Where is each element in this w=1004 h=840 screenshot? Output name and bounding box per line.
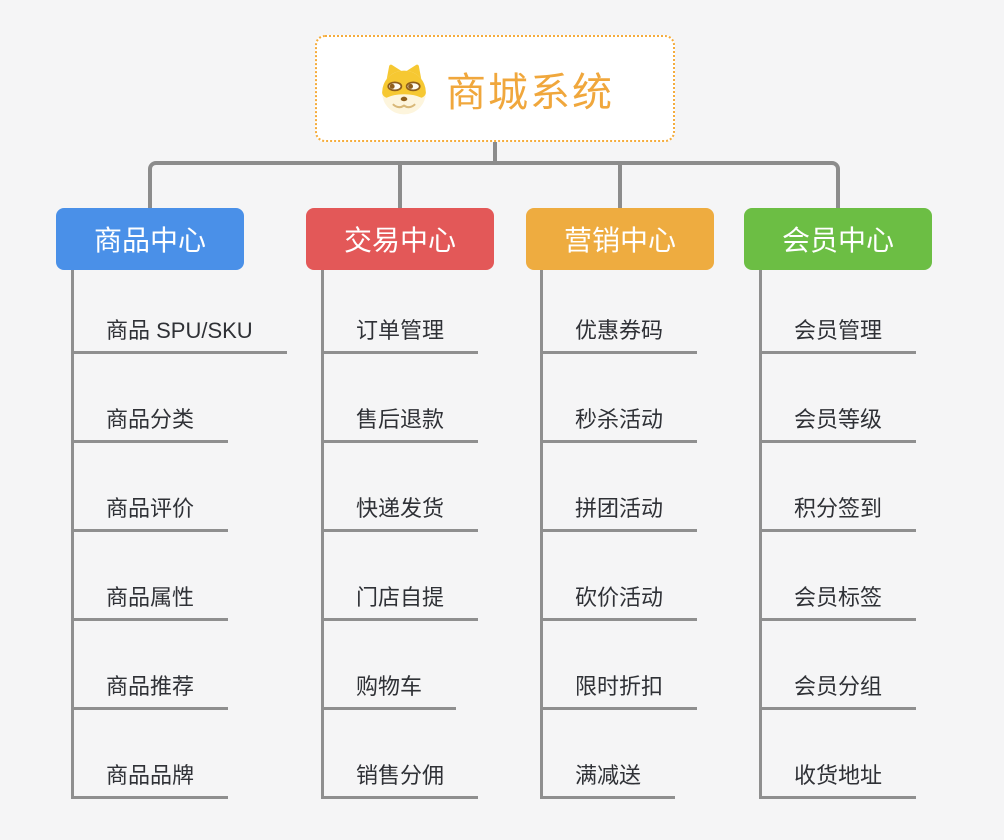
leaf-label: 优惠券码: [575, 318, 664, 343]
leaf-label: 限时折扣: [575, 674, 664, 699]
leaf-topic[interactable]: 商品推荐: [74, 621, 229, 710]
branch-label: 交易中心: [343, 225, 456, 256]
leaf-topic[interactable]: 售后退款: [324, 354, 479, 443]
leaf-topic[interactable]: 购物车: [324, 621, 457, 710]
leaf-topic[interactable]: 会员标签: [762, 532, 917, 621]
leaf-label: 商品评价: [106, 496, 195, 521]
leaf-label: 快递发货: [356, 496, 445, 521]
branch-items-product: 商品 SPU/SKU 商品分类 商品评价 商品属性 商品推荐 商品品牌: [71, 270, 287, 799]
branch-label: 商品中心: [93, 225, 206, 256]
leaf-label: 满减送: [575, 763, 642, 788]
root-topic[interactable]: 商城系统: [315, 35, 675, 142]
leaf-topic[interactable]: 会员管理: [762, 270, 917, 354]
leaf-label: 商品推荐: [106, 674, 195, 699]
leaf-label: 商品分类: [106, 407, 195, 432]
leaf-topic[interactable]: 优惠券码: [543, 270, 698, 354]
leaf-label: 会员分组: [794, 674, 883, 699]
leaf-topic[interactable]: 门店自提: [324, 532, 479, 621]
connector-bridge: [148, 161, 840, 208]
doge-icon: [376, 61, 432, 117]
leaf-topic[interactable]: 商品品牌: [74, 710, 229, 799]
leaf-label: 商品属性: [106, 585, 195, 610]
branch-node-member-center[interactable]: 会员中心: [744, 208, 932, 270]
leaf-label: 销售分佣: [356, 763, 445, 788]
leaf-label: 商品品牌: [106, 763, 195, 788]
leaf-label: 会员标签: [794, 585, 883, 610]
leaf-label: 砍价活动: [575, 585, 664, 610]
leaf-label: 会员管理: [794, 318, 883, 343]
leaf-label: 积分签到: [794, 496, 883, 521]
leaf-topic[interactable]: 快递发货: [324, 443, 479, 532]
leaf-topic[interactable]: 订单管理: [324, 270, 479, 354]
leaf-topic[interactable]: 砍价活动: [543, 532, 698, 621]
leaf-label: 售后退款: [356, 407, 445, 432]
leaf-label: 门店自提: [356, 585, 445, 610]
branch-items-member: 会员管理 会员等级 积分签到 会员标签 会员分组 收货地址: [759, 270, 917, 799]
branch-node-marketing-center[interactable]: 营销中心: [526, 208, 714, 270]
leaf-topic[interactable]: 商品 SPU/SKU: [74, 270, 287, 354]
leaf-topic[interactable]: 拼团活动: [543, 443, 698, 532]
root-title: 商城系统: [446, 70, 614, 115]
branch-items-trade: 订单管理 售后退款 快递发货 门店自提 购物车 销售分佣: [321, 270, 479, 799]
leaf-label: 订单管理: [356, 318, 445, 343]
branch-items-marketing: 优惠券码 秒杀活动 拼团活动 砍价活动 限时折扣 满减送: [540, 270, 698, 799]
branch-label: 会员中心: [781, 225, 894, 256]
leaf-topic[interactable]: 积分签到: [762, 443, 917, 532]
leaf-topic[interactable]: 商品分类: [74, 354, 229, 443]
leaf-topic[interactable]: 满减送: [543, 710, 676, 799]
leaf-topic[interactable]: 会员分组: [762, 621, 917, 710]
connector-drop: [618, 161, 622, 208]
leaf-topic[interactable]: 收货地址: [762, 710, 917, 799]
connector-root-stem: [493, 141, 497, 165]
leaf-topic[interactable]: 会员等级: [762, 354, 917, 443]
connector-drop: [398, 161, 402, 208]
leaf-topic[interactable]: 商品评价: [74, 443, 229, 532]
leaf-label: 购物车: [356, 674, 423, 699]
leaf-label: 收货地址: [794, 763, 883, 788]
branch-node-trade-center[interactable]: 交易中心: [306, 208, 494, 270]
leaf-topic[interactable]: 销售分佣: [324, 710, 479, 799]
leaf-label: 拼团活动: [575, 496, 664, 521]
leaf-topic[interactable]: 秒杀活动: [543, 354, 698, 443]
leaf-label: 商品 SPU/SKU: [106, 318, 253, 343]
leaf-topic[interactable]: 商品属性: [74, 532, 229, 621]
branch-node-product-center[interactable]: 商品中心: [56, 208, 244, 270]
leaf-label: 会员等级: [794, 407, 883, 432]
branch-label: 营销中心: [563, 225, 676, 256]
leaf-label: 秒杀活动: [575, 407, 664, 432]
leaf-topic[interactable]: 限时折扣: [543, 621, 698, 710]
